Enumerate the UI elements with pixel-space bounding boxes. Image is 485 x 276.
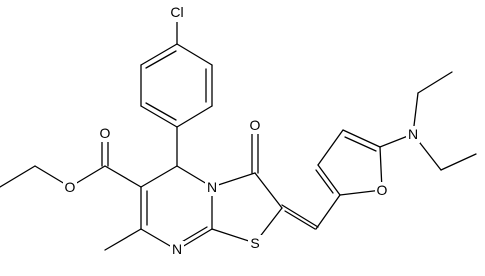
bond-ar3 — [140, 105, 178, 128]
bond-c6-cester — [104, 165, 142, 188]
bond-ch-furan — [315, 194, 341, 230]
atom-labels: Cl O O O N N S O — [63, 3, 420, 258]
bond-fu-c4-c5-inner — [344, 136, 377, 152]
atom-label-o-furan: O — [377, 182, 388, 198]
bond-fu-c4-c5 — [342, 129, 381, 148]
bond-c7-methyl — [104, 228, 142, 251]
atom-label-o-ketone: O — [250, 117, 261, 133]
bonds — [0, 21, 477, 251]
atom-label-o-ester-carbonyl: O — [100, 125, 111, 141]
bond-ar1 — [140, 43, 178, 66]
bond-c2-ch-2 — [284, 210, 316, 230]
atom-n-ring: N — [205, 179, 219, 196]
bond-ar6 — [176, 43, 213, 66]
atom-label-s-ring: S — [250, 235, 259, 251]
bond-c8a-s1 — [211, 228, 256, 244]
atom-o-furan: O — [375, 182, 389, 199]
atom-o-ketone: O — [248, 117, 262, 134]
atom-o-ester-carbonyl: O — [98, 125, 112, 142]
bond-ar3-inner — [145, 102, 177, 121]
bond-fu-c2-c3 — [317, 164, 341, 196]
bond-et1a-et1b — [417, 71, 453, 94]
atom-label-o-ester: O — [65, 179, 76, 195]
atom-cl: Cl — [166, 3, 188, 22]
bond-fu-c3-c4 — [317, 129, 344, 166]
atom-o-ester: O — [63, 179, 77, 196]
bond-ch2-ch3 — [0, 165, 36, 188]
bond-c2-c3 — [254, 172, 283, 209]
atom-label-n-imine: N — [172, 241, 182, 257]
bond-c2-ch-1 — [281, 204, 319, 228]
atom-s-ring: S — [248, 235, 262, 252]
atom-label-n-amine: N — [408, 126, 418, 142]
atom-label-cl: Cl — [170, 4, 183, 20]
atom-n-amine: N — [406, 126, 420, 143]
atom-label-n-ring: N — [207, 179, 217, 195]
bond-fu-c2-c3-inner — [315, 169, 334, 194]
bond-c5-c6 — [140, 165, 178, 188]
atom-n-imine: N — [170, 241, 184, 258]
bond-ar1-inner — [145, 50, 177, 69]
bond-c3-n4 — [211, 172, 256, 188]
bond-et2a-et2b — [440, 153, 477, 171]
bond-ar4 — [176, 105, 213, 128]
bond-n8-c8a-inner — [179, 226, 208, 244]
